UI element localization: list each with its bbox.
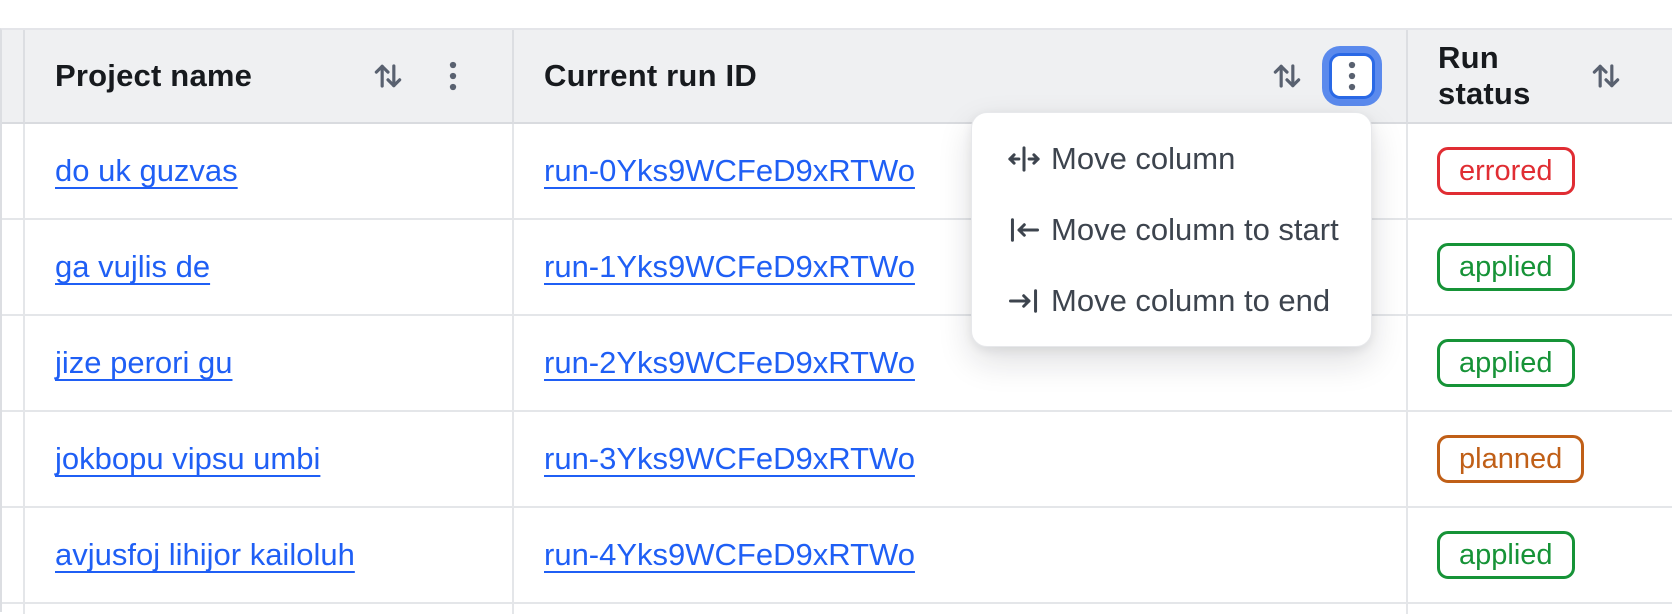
sort-button[interactable]	[365, 53, 411, 99]
arrow-left-to-line-icon	[1006, 212, 1042, 248]
project-name-link[interactable]: ga vujlis de	[55, 249, 211, 284]
column-header-label: Run status	[1438, 40, 1531, 111]
run-id-link[interactable]: run-1Yks9WCFeD9xRTWo	[544, 249, 915, 284]
run-status-badge: applied	[1437, 530, 1575, 580]
run-status-badge: applied	[1437, 338, 1575, 388]
sort-arrows-icon	[1586, 56, 1626, 96]
run-id-cell	[514, 604, 1408, 614]
split-arrows-icon	[1006, 141, 1042, 177]
kebab-icon	[433, 56, 473, 96]
column-menu-button[interactable]	[430, 53, 476, 99]
column-header-project-name: Project name	[25, 30, 514, 124]
project-name-cell: jize perori gu	[25, 316, 514, 412]
run-status-cell: applied	[1408, 316, 1672, 412]
arrow-right-to-line-icon	[1006, 283, 1042, 319]
menu-item-move-column[interactable]: Move column	[972, 123, 1371, 194]
sort-arrows-icon	[368, 56, 408, 96]
menu-item-move-column-to-start[interactable]: Move column to start	[972, 194, 1371, 265]
run-status-badge: errored	[1437, 146, 1575, 196]
run-id-link[interactable]: run-2Yks9WCFeD9xRTWo	[544, 345, 915, 380]
kebab-icon	[1332, 56, 1372, 96]
project-name-cell	[25, 604, 514, 614]
run-id-link[interactable]: run-3Yks9WCFeD9xRTWo	[544, 441, 915, 476]
project-name-link[interactable]: jize perori gu	[55, 345, 233, 380]
run-status-cell: applied	[1408, 220, 1672, 316]
project-name-cell: ga vujlis de	[25, 220, 514, 316]
sort-button[interactable]	[1583, 53, 1629, 99]
project-name-link[interactable]: jokbopu vipsu umbi	[55, 441, 321, 476]
row-gutter-cell	[2, 124, 25, 220]
project-name-link[interactable]: avjusfoj lihijor kailoluh	[55, 537, 355, 572]
row-gutter-cell	[2, 220, 25, 316]
menu-item-label: Move column to end	[1051, 282, 1331, 318]
menu-item-move-column-to-end[interactable]: Move column to end	[972, 265, 1371, 336]
column-menu-button-open[interactable]	[1329, 53, 1375, 99]
run-id-cell: run-3Yks9WCFeD9xRTWo	[514, 412, 1408, 508]
column-header-current-run-id: Current run ID	[514, 30, 1408, 124]
run-id-cell: run-4Yks9WCFeD9xRTWo	[514, 508, 1408, 604]
row-gutter-cell	[2, 604, 25, 614]
sort-button[interactable]	[1264, 53, 1310, 99]
project-name-cell: do uk guzvas	[25, 124, 514, 220]
project-name-cell: jokbopu vipsu umbi	[25, 412, 514, 508]
run-status-badge: planned	[1437, 434, 1585, 484]
run-id-link[interactable]: run-4Yks9WCFeD9xRTWo	[544, 537, 915, 572]
column-header-label: Project name	[55, 58, 253, 93]
run-status-cell: errored	[1408, 124, 1672, 220]
column-header-label: Current run ID	[544, 58, 757, 93]
run-status-cell: applied	[1408, 508, 1672, 604]
run-status-cell	[1408, 604, 1672, 614]
run-status-cell: planned	[1408, 412, 1672, 508]
row-gutter-cell	[2, 316, 25, 412]
run-id-link[interactable]: run-0Yks9WCFeD9xRTWo	[544, 153, 915, 188]
column-header-run-status: Run status	[1408, 30, 1672, 124]
menu-item-label: Move column	[1051, 140, 1236, 176]
projects-table: Project name Current run ID	[0, 28, 1672, 614]
column-menu: Move column Move column to start Move co…	[971, 112, 1372, 347]
project-name-cell: avjusfoj lihijor kailoluh	[25, 508, 514, 604]
sort-arrows-icon	[1267, 56, 1307, 96]
project-name-link[interactable]: do uk guzvas	[55, 153, 238, 188]
header-gutter-cell	[2, 30, 25, 124]
menu-item-label: Move column to start	[1051, 211, 1339, 247]
row-gutter-cell	[2, 412, 25, 508]
row-gutter-cell	[2, 508, 25, 604]
run-status-badge: applied	[1437, 242, 1575, 292]
